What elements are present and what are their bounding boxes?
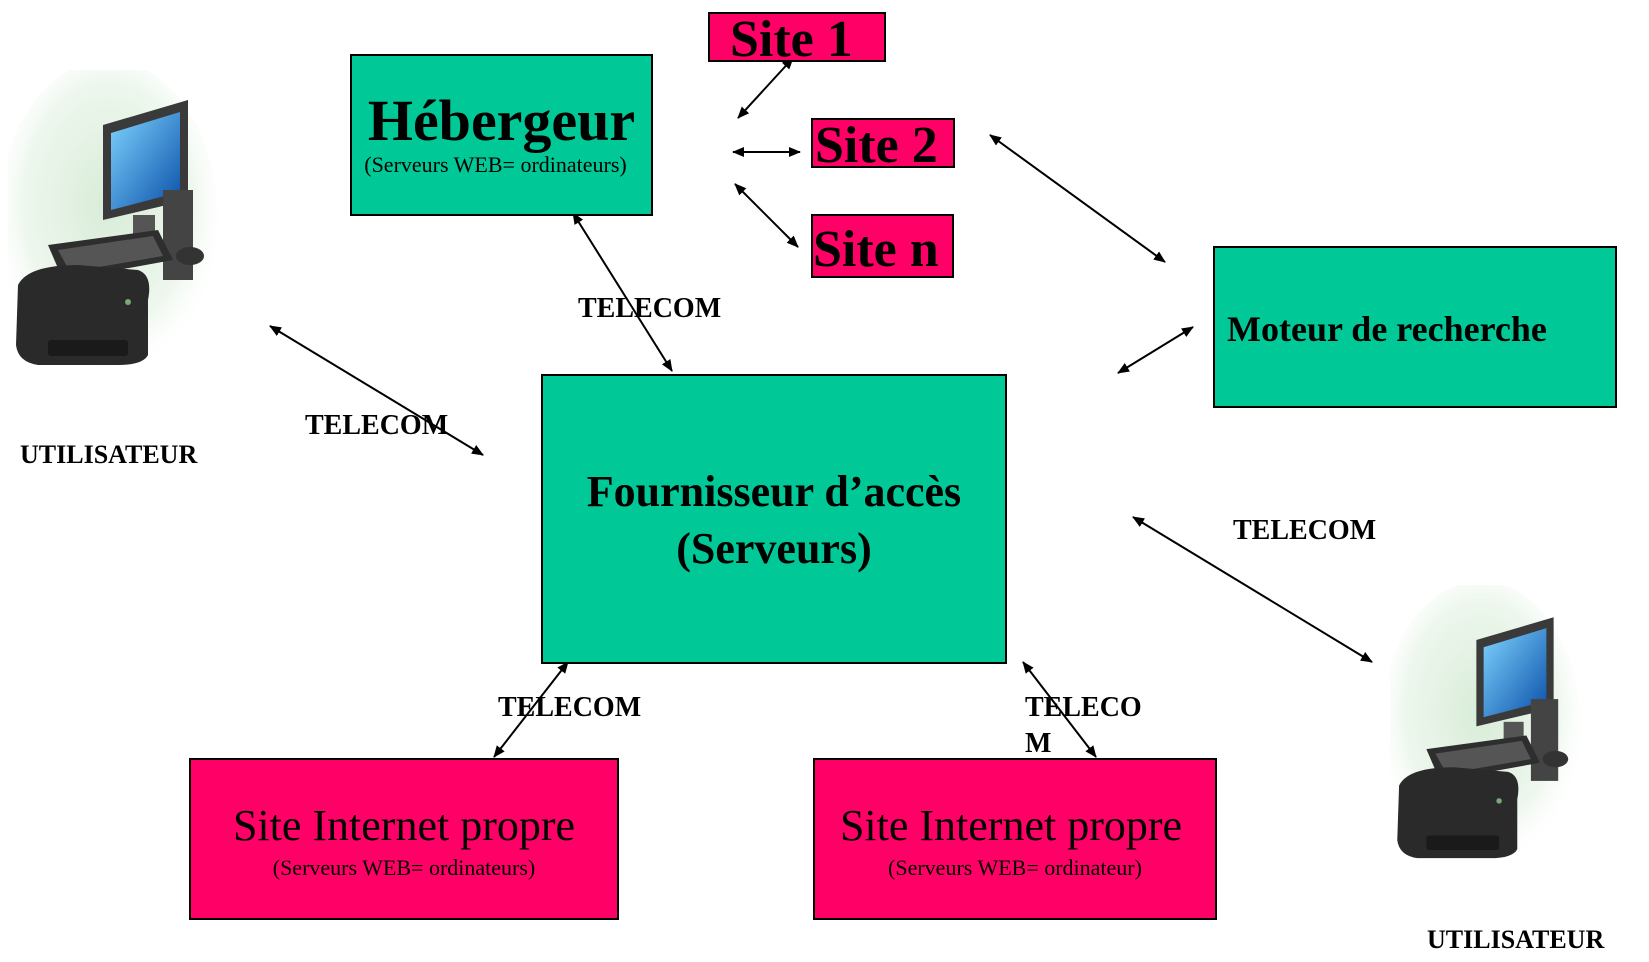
arrow-fournisseur-site-left — [493, 661, 569, 758]
hebergeur-title: Hébergeur — [367, 88, 636, 153]
moteur-box: Moteur de recherche — [1213, 246, 1617, 408]
site-propre-left-subtitle: (Serveurs WEB= ordinateurs) — [272, 855, 536, 880]
site-n-label: Site n — [811, 214, 954, 278]
arrow-site2-moteur — [989, 134, 1166, 263]
fournisseur-line1: Fournisseur d’accès — [586, 467, 962, 516]
fournisseur-box: Fournisseur d’accès (Serveurs) — [541, 374, 1007, 664]
site-propre-right-subtitle: (Serveurs WEB= ordinateur) — [888, 855, 1142, 880]
telecom-site-right-label-line1: TELECO — [1025, 692, 1142, 723]
arrow-fournisseur-site-right — [1022, 661, 1097, 758]
user-right-label: UTILISATEUR — [1427, 925, 1605, 954]
arrow-hebergeur-fournisseur — [572, 212, 673, 372]
site-propre-left-box: Site Internet propre (Serveurs WEB= ordi… — [189, 758, 619, 920]
arrow-user-left-fournisseur — [269, 325, 484, 456]
user-left-label: UTILISATEUR — [20, 440, 198, 469]
telecom-user-left-label: TELECOM — [305, 410, 449, 441]
hebergeur-subtitle: (Serveurs WEB= ordinateurs) — [364, 152, 627, 177]
site-propre-right-box: Site Internet propre (Serveurs WEB= ordi… — [813, 758, 1217, 920]
site-1-label: Site 1 — [708, 12, 886, 66]
arrow-fournisseur-user-right — [1132, 516, 1373, 663]
telecom-hebergeur-label: TELECOM — [578, 293, 722, 324]
arrow-siten-hebergeur — [734, 183, 799, 248]
arrow-moteur-fournisseur — [1117, 326, 1194, 374]
moteur-title: Moteur de recherche — [1227, 309, 1547, 349]
hebergeur-box: Hébergeur (Serveurs WEB= ordinateurs) — [350, 54, 653, 216]
computer-icon — [1380, 580, 1590, 895]
arrow-site1-hebergeur — [737, 57, 794, 119]
site-propre-left-title: Site Internet propre — [232, 801, 576, 850]
site-propre-right-title: Site Internet propre — [839, 801, 1183, 850]
computer-icon — [0, 60, 228, 400]
site-2-label: Site 2 — [811, 118, 955, 172]
telecom-site-right-label-line2: M — [1025, 728, 1052, 759]
telecom-site-left-label: TELECOM — [498, 692, 642, 723]
telecom-user-right-label: TELECOM — [1233, 515, 1377, 546]
fournisseur-line2: (Serveurs) — [676, 524, 872, 573]
